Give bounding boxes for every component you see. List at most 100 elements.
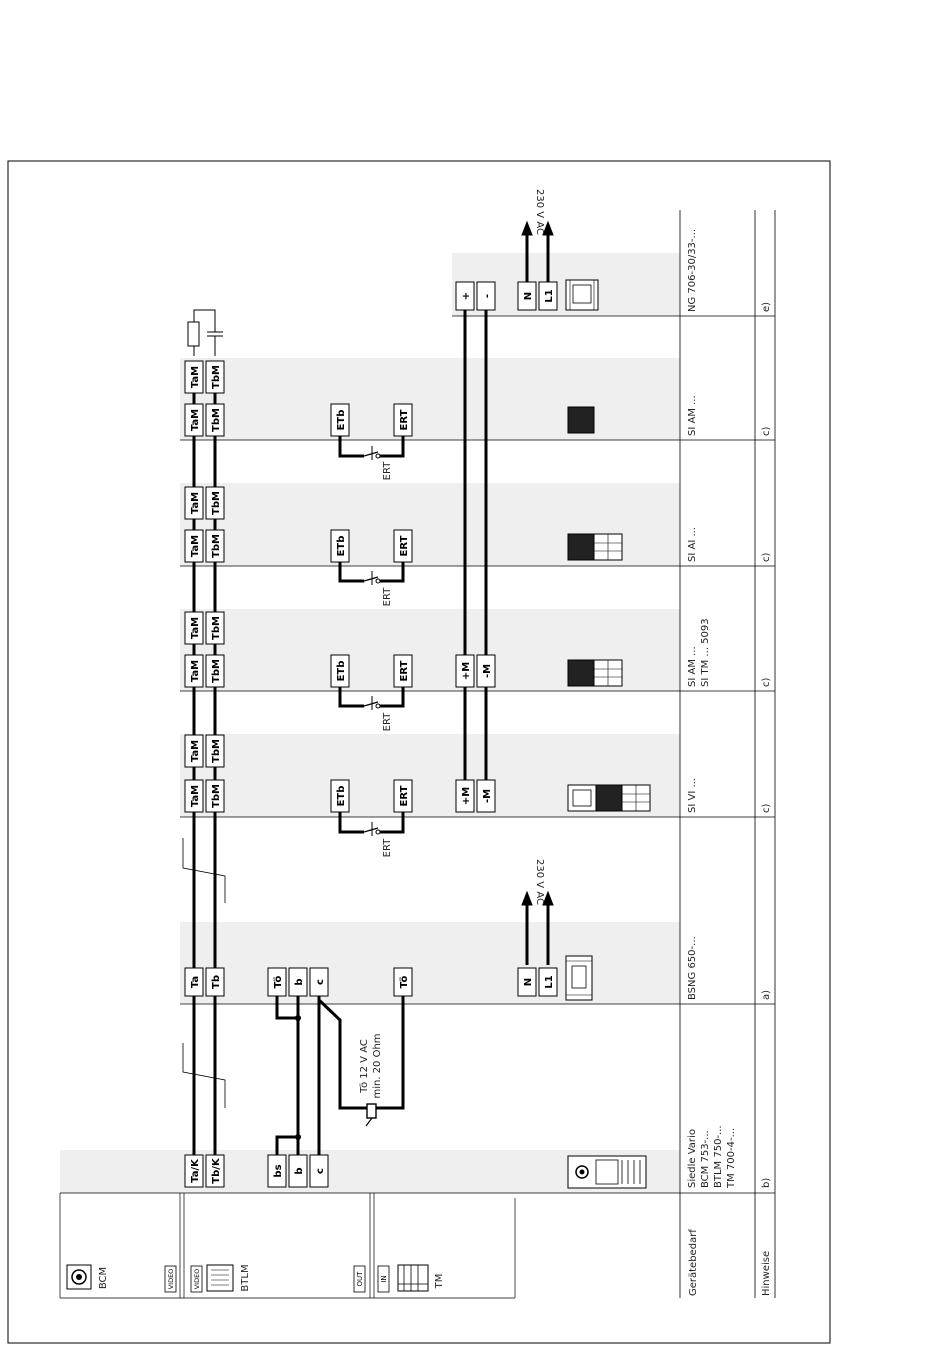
line-to-bridge bbox=[275, 990, 298, 1020]
line-bs bbox=[275, 1135, 298, 1160]
legend-box bbox=[59, 1193, 516, 1299]
si-vi-device-icon bbox=[567, 784, 651, 812]
note-bsng: a) bbox=[761, 990, 772, 1000]
ert-button-label: ERT bbox=[382, 587, 393, 607]
terminal-ta-k: Ta/K bbox=[190, 1158, 201, 1183]
terminal-etb: ETb bbox=[336, 786, 347, 807]
mains-label: 230 V AC bbox=[534, 859, 545, 905]
terminal-n: N bbox=[523, 978, 534, 986]
legend-tm: TM bbox=[434, 1274, 445, 1290]
terminal-tbm: TbM bbox=[211, 739, 222, 763]
terminal-tbm: TbM bbox=[211, 616, 222, 640]
ert-button-label: ERT bbox=[382, 461, 393, 481]
ert-button-4 bbox=[338, 432, 405, 460]
terminal-tam: TaM bbox=[190, 366, 201, 388]
terminal-ert: ERT bbox=[399, 660, 410, 681]
equipment-vario-3: BTLM 750-... bbox=[713, 1125, 724, 1188]
terminal-l1: L1 bbox=[544, 975, 555, 988]
terminal-l1: L1 bbox=[544, 289, 555, 302]
equipment-vario-4: TM 700-4-... bbox=[726, 1128, 737, 1189]
terminal-tam: TaM bbox=[190, 785, 201, 807]
tm-icon bbox=[353, 1264, 429, 1293]
terminal-b: b bbox=[294, 1167, 305, 1174]
terminal-minus-m: -M bbox=[482, 664, 493, 678]
terminal-plus-m: +M bbox=[461, 787, 472, 805]
terminal-bs: bs bbox=[273, 1164, 284, 1177]
terminal-n: N bbox=[523, 292, 534, 300]
terminal-tbm: TbM bbox=[211, 534, 222, 558]
terminal-ert: ERT bbox=[399, 785, 410, 806]
equipment-siai: SI AI ... bbox=[687, 527, 698, 562]
device-icons bbox=[565, 279, 651, 1189]
section-dividers bbox=[60, 210, 776, 1298]
note-siai: c) bbox=[761, 553, 772, 562]
junction-dot bbox=[295, 1015, 301, 1021]
si-am-device-icon bbox=[567, 406, 595, 434]
mains-label-2: 230 V AC bbox=[534, 189, 545, 235]
terminal-ert: ERT bbox=[399, 409, 410, 430]
terminal-c-2: c bbox=[315, 979, 326, 985]
terminal-tam: TaM bbox=[190, 740, 201, 762]
si-ai-device-icon bbox=[567, 533, 623, 561]
junction-dot bbox=[295, 1134, 301, 1140]
equipment-vario-2: BCM 753-... bbox=[700, 1130, 711, 1188]
terminal-tam: TaM bbox=[190, 492, 201, 514]
line-to-load bbox=[317, 990, 405, 1110]
terminal-plus: + bbox=[461, 292, 472, 300]
terminal-tbm: TbM bbox=[211, 491, 222, 515]
equipment-siam-2: SI TM ... 5093 bbox=[700, 618, 711, 687]
terminal-minus-m: -M bbox=[482, 789, 493, 803]
terminal-tam: TaM bbox=[190, 535, 201, 557]
note-sivi: c) bbox=[761, 804, 772, 813]
page-frame bbox=[7, 160, 831, 1344]
terminal-ta: Ta bbox=[190, 976, 201, 988]
terminal-minus: - bbox=[482, 294, 493, 298]
bcm-icon bbox=[66, 1264, 92, 1290]
ert-button-1 bbox=[338, 808, 405, 836]
equipment-siam-3: SI AM ... bbox=[687, 395, 698, 436]
legend-btlm: BTLM bbox=[240, 1264, 251, 1291]
ert-buttons bbox=[338, 432, 405, 836]
bsng-device-icon bbox=[565, 955, 593, 1001]
terminal-etb: ETb bbox=[336, 410, 347, 431]
equipment-vario-1: Siedle Vario bbox=[687, 1129, 698, 1188]
terminal-tam: TaM bbox=[190, 409, 201, 431]
terminal-tam: TaM bbox=[190, 660, 201, 682]
equipment-ng: NG 706-30/33-... bbox=[687, 229, 698, 312]
terminal-ert: ERT bbox=[399, 535, 410, 556]
terminal-c: c bbox=[315, 1168, 326, 1174]
terminal-etb: ETb bbox=[336, 661, 347, 682]
mains-arrows bbox=[521, 220, 554, 965]
terminal-tbm: TbM bbox=[211, 365, 222, 389]
legend-video-1: VIDEO bbox=[167, 1269, 175, 1290]
terminal-etb: ETb bbox=[336, 536, 347, 557]
equipment-siam-1: SI AM ... bbox=[687, 646, 698, 687]
ert-button-2 bbox=[338, 680, 405, 710]
terminal-tb-k: Tb/K bbox=[211, 1157, 222, 1184]
bg-siam2 bbox=[180, 358, 680, 440]
end-termination bbox=[187, 309, 223, 356]
terminal-plus-m: +M bbox=[461, 662, 472, 680]
terminal-tbm: TbM bbox=[211, 408, 222, 432]
vario-device-icon bbox=[567, 1155, 647, 1189]
note-ng: e) bbox=[761, 302, 772, 312]
legend-in: IN bbox=[380, 1275, 388, 1282]
terminal-tb: Tb bbox=[211, 975, 222, 989]
legend-bcm: BCM bbox=[98, 1267, 109, 1289]
terminal-to-2: Tö bbox=[399, 975, 410, 988]
terminal-boxes bbox=[184, 281, 558, 1188]
module-backgrounds bbox=[60, 253, 680, 1193]
legend-out: OUT bbox=[356, 1271, 364, 1287]
legend-icons bbox=[66, 1264, 429, 1293]
geraetebedarf-header: Gerätebedarf bbox=[688, 1229, 699, 1296]
terminal-labels: Ta/K Tb/K bs b c Ta Tb Tö b c Tö N L1 Ta… bbox=[190, 289, 555, 1183]
legend-video-2: VIDEO bbox=[193, 1269, 201, 1290]
si-am-tm-device-icon bbox=[567, 659, 623, 687]
terminal-tbm: TbM bbox=[211, 784, 222, 808]
ng-device-icon bbox=[565, 279, 599, 311]
note-siam: c) bbox=[761, 678, 772, 687]
equipment-table: Siedle Vario BCM 753-... BTLM 750-... TM… bbox=[687, 229, 772, 1189]
equipment-sivi: SI VI ... bbox=[687, 778, 698, 813]
equipment-bsng: BSNG 650-... bbox=[687, 936, 698, 1000]
